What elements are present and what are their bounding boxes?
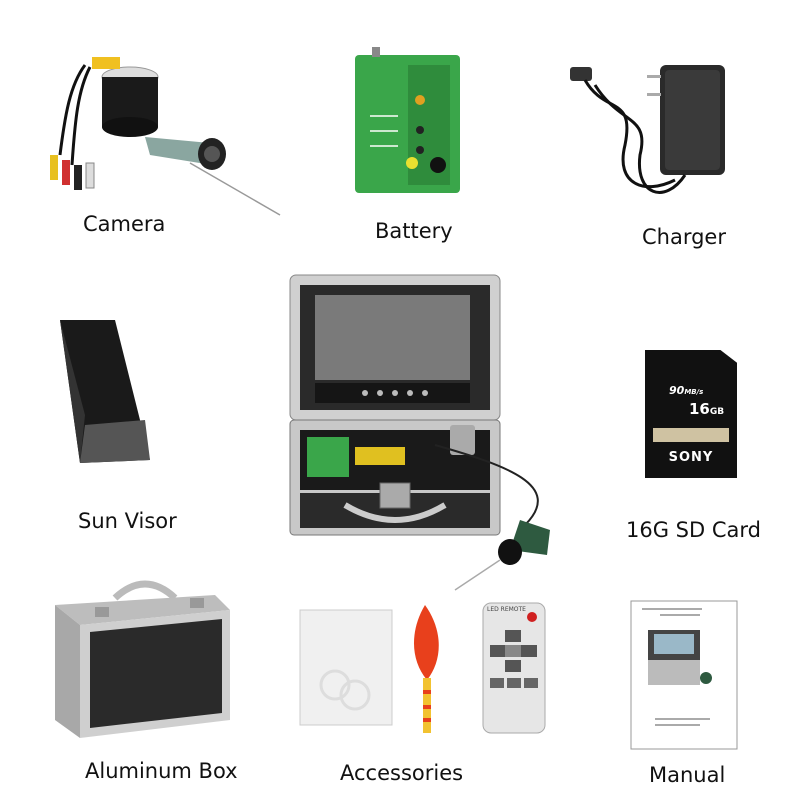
sd-card-product: 90MB/s 16GB SONY (645, 350, 737, 478)
sd-card-stripe (653, 428, 729, 442)
manual-label: Manual (649, 763, 726, 787)
charger-product (565, 55, 735, 215)
charger-label: Charger (642, 225, 726, 249)
sun-visor-image (60, 320, 150, 463)
sd-card-brand: SONY (668, 450, 714, 465)
aluminum-box-label: Aluminum Box (85, 759, 238, 783)
charger-image (570, 65, 725, 194)
sd-card-label: 16G SD Card (626, 518, 761, 542)
sd-card: 90MB/s 16GB SONY (645, 350, 737, 478)
remote-title: LED REMOTE (487, 606, 526, 613)
aluminum-box-image (55, 580, 230, 738)
manual-product (630, 600, 738, 750)
sun-visor-label: Sun Visor (78, 509, 177, 533)
sd-card-speed: 90MB/s (669, 384, 704, 397)
battery-product (350, 45, 465, 195)
accessories-label: Accessories (340, 761, 464, 785)
aluminum-box-product (50, 570, 235, 740)
camera-product (40, 45, 290, 225)
camera-label: Camera (83, 212, 166, 236)
manual-image (630, 600, 738, 750)
battery-image (355, 47, 460, 193)
fish-finder-kit (285, 265, 565, 595)
kit-image (289, 274, 550, 591)
accessories-product: LED REMOTE (295, 600, 555, 745)
accessories-image (299, 602, 546, 734)
battery-label: Battery (375, 219, 453, 243)
camera-image (50, 57, 281, 216)
sd-card-capacity: 16GB (689, 400, 725, 418)
sun-visor-product (55, 315, 155, 465)
